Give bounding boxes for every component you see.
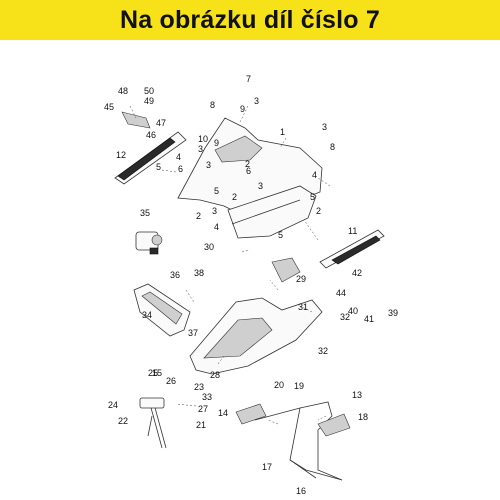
part-label-6: 6 xyxy=(246,166,251,176)
part-35-cylinder xyxy=(151,234,163,246)
part-label-8: 8 xyxy=(210,100,215,110)
part-34-mesh xyxy=(141,291,183,325)
part-label-24: 24 xyxy=(108,400,118,410)
part-1-edge xyxy=(231,199,301,225)
part-label-7: 7 xyxy=(246,74,251,84)
part-label-22: 22 xyxy=(118,416,128,426)
part-22-spring xyxy=(147,415,153,437)
part-label-5: 5 xyxy=(214,186,219,196)
part-label-5: 5 xyxy=(278,230,283,240)
part-label-4: 4 xyxy=(176,152,181,162)
part-label-33: 33 xyxy=(202,392,212,402)
part-label-47: 47 xyxy=(156,118,166,128)
part-label-12: 12 xyxy=(116,150,126,160)
part-label-40: 40 xyxy=(348,306,358,316)
part-label-11: 11 xyxy=(348,226,357,236)
part-label-48: 48 xyxy=(118,86,128,96)
part-label-39: 39 xyxy=(388,308,398,318)
part-label-2: 2 xyxy=(245,159,250,169)
part-label-18: 18 xyxy=(358,412,368,422)
part-label-3: 3 xyxy=(254,96,259,106)
part-label-5: 5 xyxy=(156,162,161,172)
part-label-19: 19 xyxy=(294,381,304,391)
part-label-3: 3 xyxy=(322,122,327,132)
part-28-recess xyxy=(203,317,273,359)
part-label-2: 2 xyxy=(196,211,201,221)
part-35-key xyxy=(149,247,159,255)
part-label-3: 3 xyxy=(198,144,203,154)
part-1-detail xyxy=(214,135,263,163)
part-label-9: 9 xyxy=(240,104,245,114)
part-21-stand-top xyxy=(139,397,165,409)
part-label-44: 44 xyxy=(336,288,346,298)
part-label-30: 30 xyxy=(204,242,214,252)
part-label-34: 34 xyxy=(142,310,152,320)
part-label-17: 17 xyxy=(262,462,272,472)
part-label-3: 3 xyxy=(206,160,211,170)
part-label-28: 28 xyxy=(210,370,220,380)
part-label-32: 32 xyxy=(340,312,350,322)
part-label-31: 31 xyxy=(298,302,308,312)
part-label-16: 16 xyxy=(296,486,306,496)
part-label-4: 4 xyxy=(214,222,219,232)
part-label-20: 20 xyxy=(274,380,284,390)
part-12-stripe xyxy=(117,137,176,181)
part-label-2: 2 xyxy=(232,192,237,202)
part-label-49: 49 xyxy=(144,96,154,106)
part-1-body xyxy=(177,117,323,215)
part-label-41: 41 xyxy=(364,314,374,324)
part-29-clip xyxy=(271,257,301,283)
part-label-10: 10 xyxy=(198,134,208,144)
leader-lines xyxy=(129,105,331,425)
part-label-23: 23 xyxy=(194,382,204,392)
part-label-32: 32 xyxy=(318,346,328,356)
part-label-15: 15 xyxy=(152,368,162,378)
part-label-1: 1 xyxy=(280,127,285,137)
part-label-4: 4 xyxy=(312,170,317,180)
title-banner: Na obrázku díl číslo 7 xyxy=(0,0,500,40)
part-label-26: 26 xyxy=(166,376,176,386)
part-label-8: 8 xyxy=(330,142,335,152)
part-label-9: 9 xyxy=(214,138,219,148)
part-label-38: 38 xyxy=(194,268,204,278)
part-label-5: 5 xyxy=(310,192,315,202)
part-label-45: 45 xyxy=(104,102,114,112)
part-label-50: 50 xyxy=(144,86,154,96)
part-45-bracket xyxy=(121,111,151,129)
part-label-21: 21 xyxy=(196,420,206,430)
part-label-36: 36 xyxy=(170,270,180,280)
part-11-stripe xyxy=(331,235,381,265)
part-label-6: 6 xyxy=(178,164,183,174)
part-label-27: 27 xyxy=(198,404,208,414)
part-18-pad xyxy=(317,413,351,437)
part-label-29: 29 xyxy=(296,274,306,284)
part-label-14: 14 xyxy=(218,408,228,418)
part-label-3: 3 xyxy=(212,206,217,216)
part-14-pad xyxy=(235,403,267,425)
part-1-lower-panel xyxy=(227,185,317,239)
part-13-tube xyxy=(289,459,343,481)
banner-title: Na obrázku díl číslo 7 xyxy=(119,5,381,34)
part-label-37: 37 xyxy=(188,328,198,338)
part-label-35: 35 xyxy=(140,208,150,218)
part-label-25: 25 xyxy=(148,368,158,378)
part-label-3: 3 xyxy=(258,181,263,191)
part-label-42: 42 xyxy=(352,268,362,278)
part-label-2: 2 xyxy=(316,206,321,216)
part-label-46: 46 xyxy=(146,130,156,140)
part-21-stand xyxy=(149,403,167,449)
part-label-13: 13 xyxy=(352,390,362,400)
